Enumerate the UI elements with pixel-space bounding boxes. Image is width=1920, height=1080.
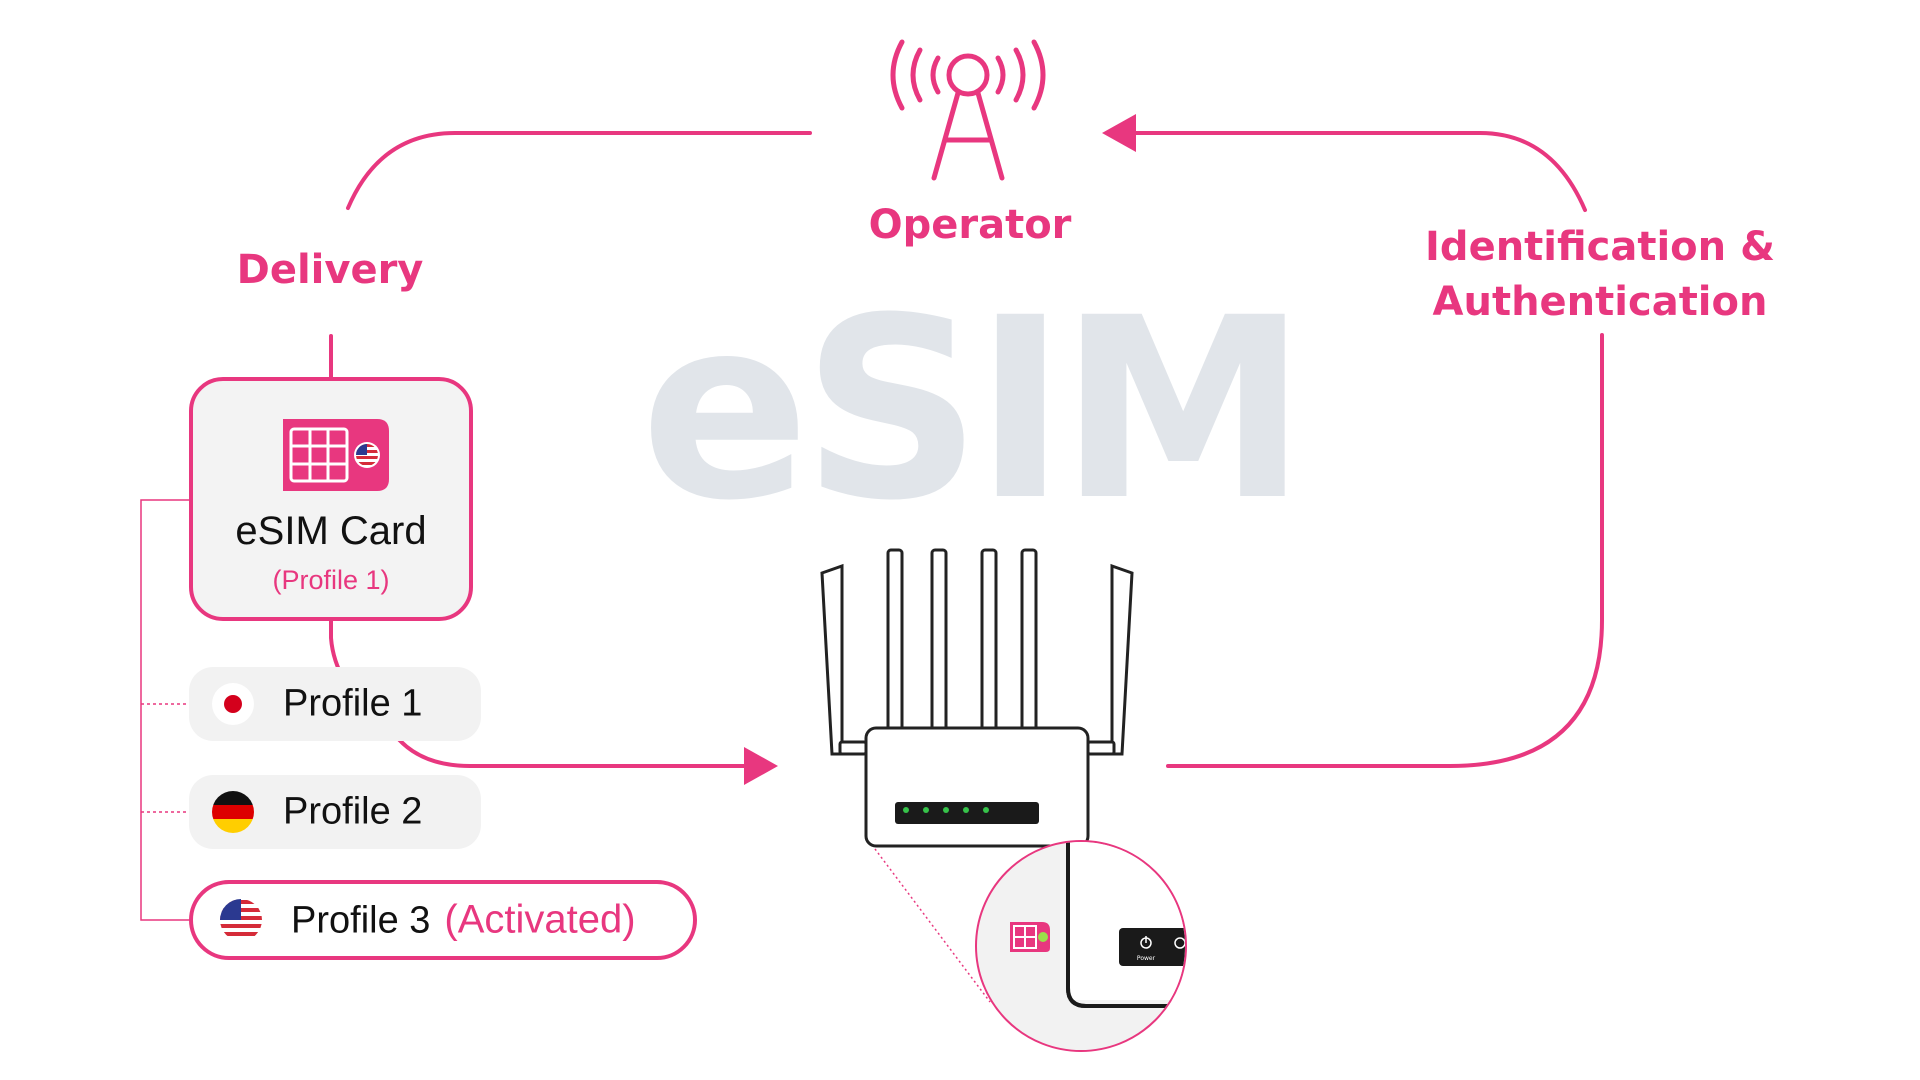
identification-to-operator-connector <box>1128 131 1587 212</box>
profile-3-label: Profile 3 <box>291 899 431 942</box>
operator-to-delivery-connector <box>346 131 812 210</box>
zoom-power-label: Power <box>1137 955 1156 962</box>
esim-watermark: eSIM <box>640 264 1307 555</box>
germany-flag-icon <box>212 791 254 833</box>
router-arrowhead <box>744 747 778 785</box>
esim-card: eSIM Card (Profile 1) <box>189 377 473 621</box>
operator-label: Operator <box>868 202 1072 248</box>
profile-tree-line <box>140 499 189 921</box>
delivery-label: Delivery <box>236 247 424 293</box>
cell-tower-icon <box>890 39 1046 181</box>
profile-item-3[interactable]: Profile 3 (Activated) <box>189 880 697 960</box>
zoom-led-panel <box>1119 928 1185 966</box>
esim-card-title: eSIM Card <box>235 509 427 553</box>
router-to-identification-connector <box>1166 333 1604 768</box>
usa-flag-icon <box>220 899 262 941</box>
esim-card-subtitle: (Profile 1) <box>272 565 390 595</box>
zoom-sim-card-icon <box>1010 922 1050 952</box>
router-led-panel <box>895 802 1039 824</box>
sim-card-icon <box>283 419 389 491</box>
operator-arrowhead <box>1102 114 1136 152</box>
identification-label: Identification & <box>1425 224 1775 270</box>
router-leds <box>903 807 989 813</box>
profile-2-label: Profile 2 <box>283 790 423 833</box>
zoom-detail-circle: Power <box>975 840 1187 1052</box>
profile-item-2[interactable]: Profile 2 <box>189 775 481 849</box>
profile-3-status: (Activated) <box>444 897 636 942</box>
japan-flag-icon <box>212 683 254 725</box>
profile-1-label: Profile 1 <box>283 682 423 725</box>
usa-flag-icon <box>354 442 380 468</box>
zoom-guide-line <box>871 844 991 1003</box>
profile-item-1[interactable]: Profile 1 <box>189 667 481 741</box>
authentication-label: Authentication <box>1432 279 1768 325</box>
router-icon <box>820 548 1134 848</box>
